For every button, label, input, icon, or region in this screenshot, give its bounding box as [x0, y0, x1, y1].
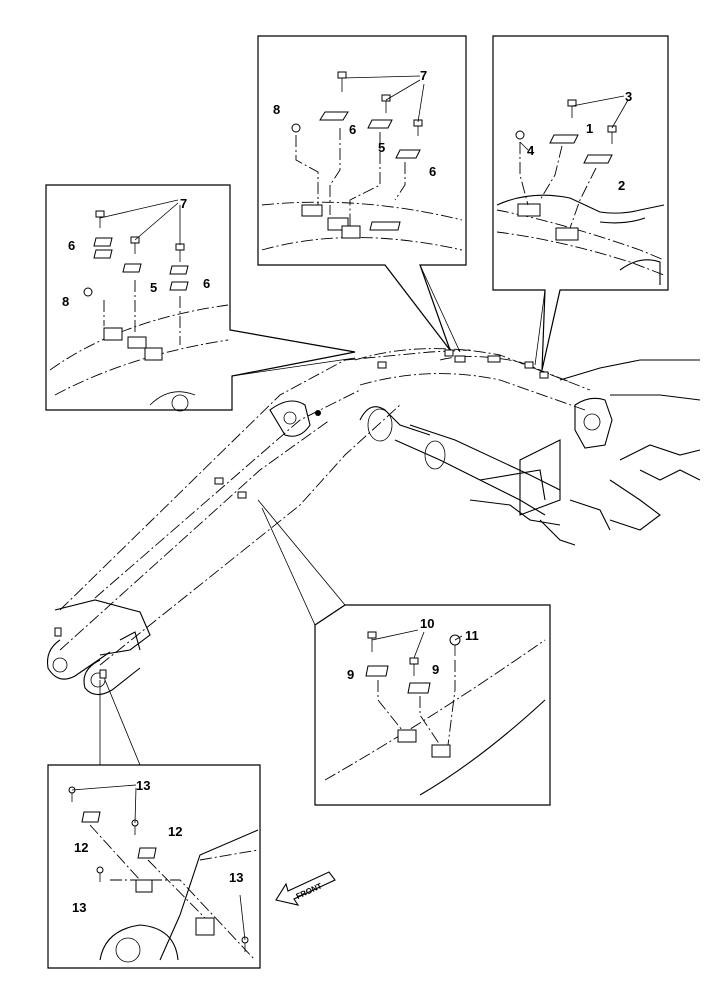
- clamp-icon: [81, 811, 215, 936]
- inset-top-right: 3 1 4 2: [492, 35, 669, 371]
- callout-label: 4: [527, 143, 535, 158]
- callout-label: 2: [618, 178, 625, 193]
- front-direction-arrow: FRONT: [275, 871, 336, 906]
- callout-label: 8: [62, 294, 69, 309]
- callout-label: 7: [180, 196, 187, 211]
- inset-top-middle: 7 8 6 5 6: [257, 35, 467, 351]
- callout-label: 11: [465, 628, 479, 643]
- callout-label: 6: [429, 164, 436, 179]
- callout-label: 12: [168, 824, 182, 839]
- clamp-icon: [93, 237, 189, 361]
- clamp-icon: [365, 665, 451, 758]
- callout-label: 7: [420, 68, 427, 83]
- callout-label: 13: [136, 778, 150, 793]
- callout-label: 6: [68, 238, 75, 253]
- inset-top-left: 7 6 5 6 8: [45, 184, 356, 412]
- callout-label: 9: [347, 667, 354, 682]
- clamp-icon: [301, 111, 421, 239]
- inset-bottom-left: 13 12 12 13 13: [47, 764, 261, 969]
- callout-label: 6: [203, 276, 210, 291]
- clamp-icon: [517, 134, 613, 241]
- callout-label: 13: [72, 900, 86, 915]
- callout-label: 5: [150, 280, 157, 295]
- inset-middle-right: 10 11 9 9: [314, 604, 551, 806]
- callout-label: 6: [349, 122, 356, 137]
- callout-label: 3: [625, 89, 632, 104]
- callout-label: 9: [432, 662, 439, 677]
- front-label: FRONT: [295, 881, 324, 901]
- callout-label: 13: [229, 870, 243, 885]
- callout-label: 10: [420, 616, 434, 631]
- callout-label: 12: [74, 840, 88, 855]
- callout-label: 5: [378, 140, 385, 155]
- callout-label: 1: [586, 121, 593, 136]
- main-boom-drawing: [46, 348, 701, 696]
- callout-label: 8: [273, 102, 280, 117]
